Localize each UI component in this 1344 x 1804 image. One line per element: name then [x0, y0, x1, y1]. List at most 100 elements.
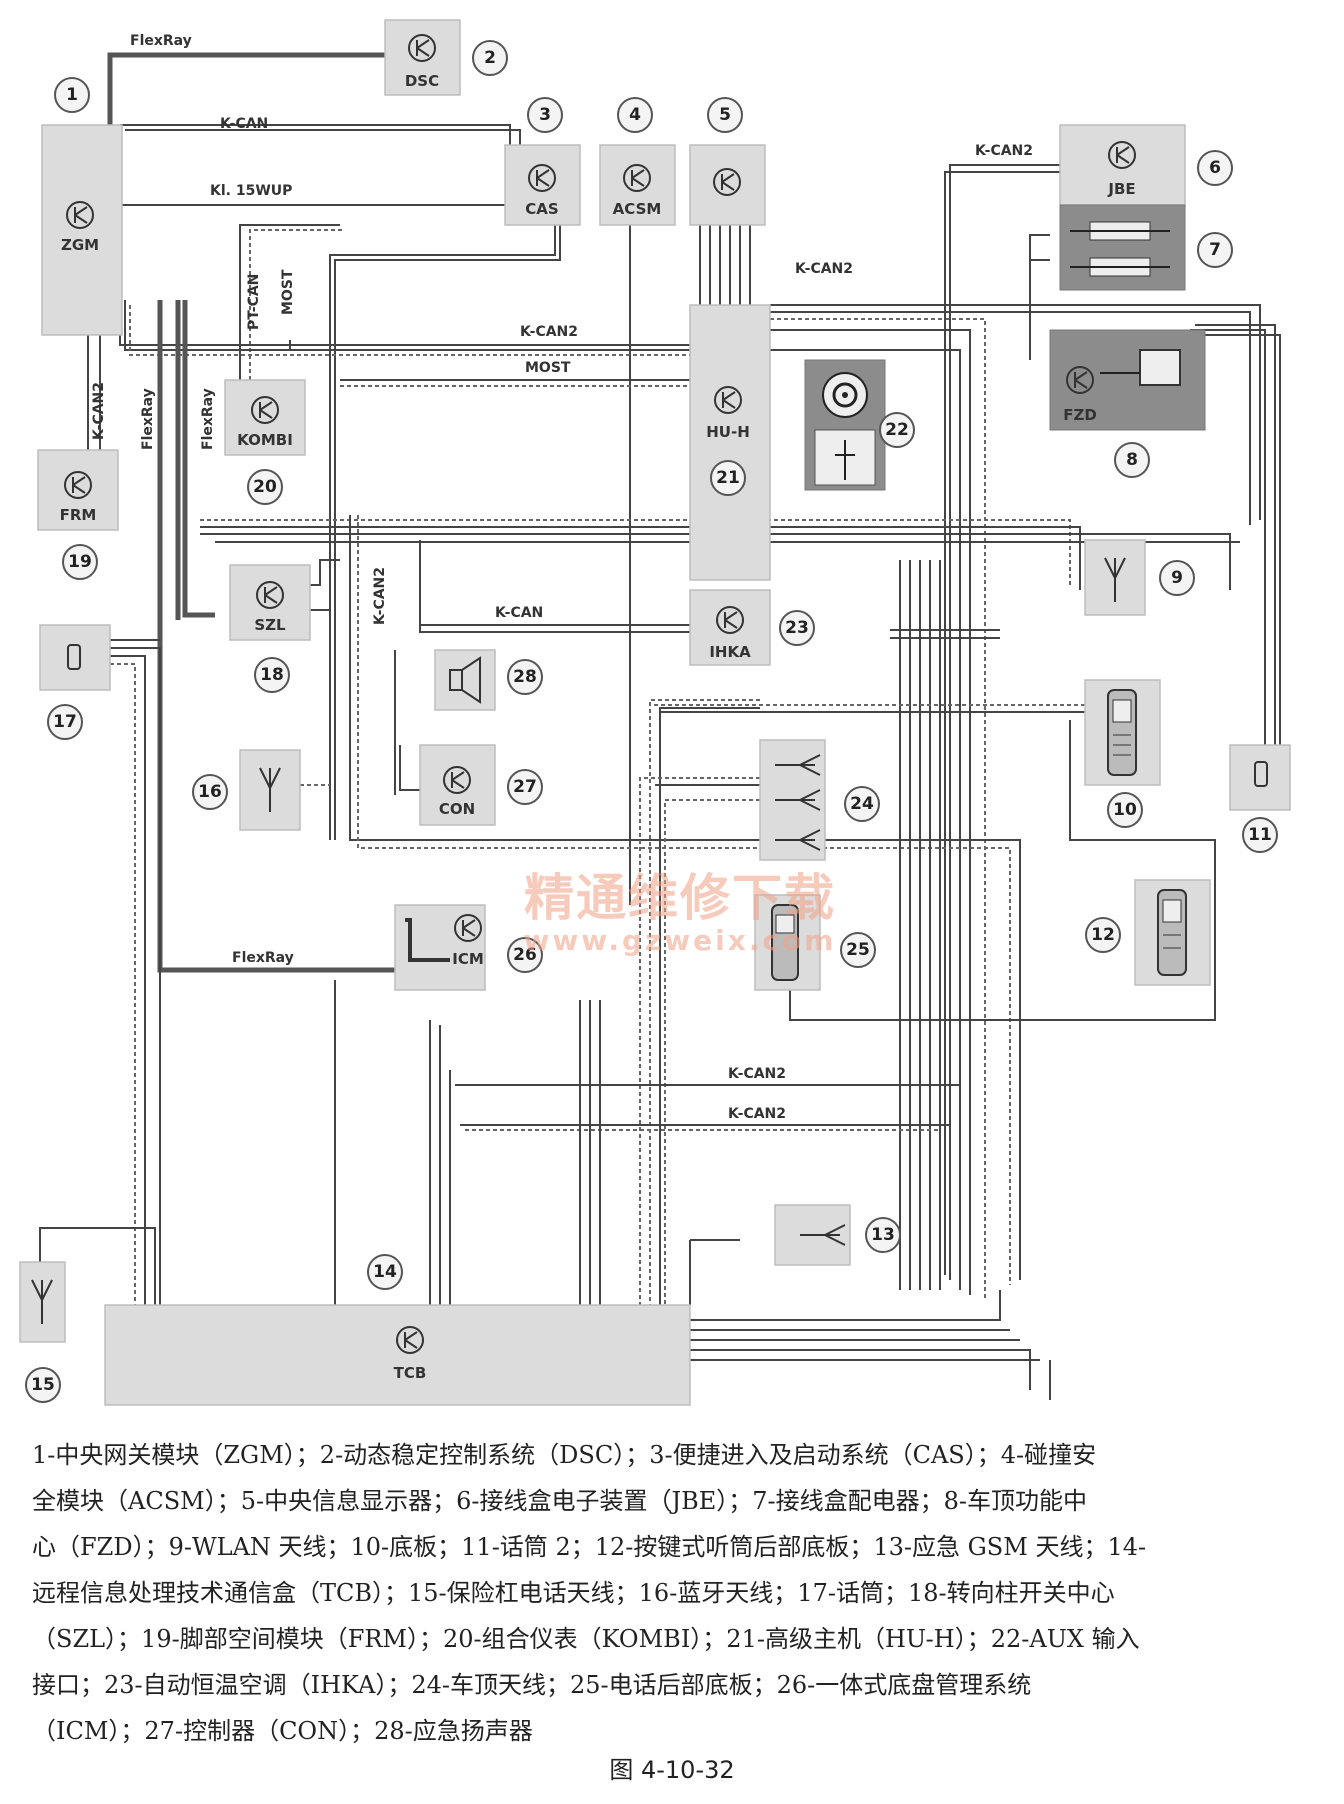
svg-text:11: 11: [1248, 825, 1272, 845]
bus-most-mid: MOST: [525, 360, 571, 376]
figure-caption: 1-中央网关模块（ZGM）；2-动态稳定控制系统（DSC）；3-便捷进入及启动系…: [32, 1432, 1322, 1754]
bumper-phone-antenna: [19, 1261, 66, 1343]
bluetooth-antenna: [239, 749, 301, 831]
callout-15: 15: [25, 1367, 61, 1403]
bus-kcan2-szl: K-CAN2: [372, 567, 388, 625]
bus-kcan-ihka: K-CAN: [495, 605, 543, 621]
callout-5: 5: [707, 97, 743, 133]
callout-10: 10: [1107, 792, 1143, 828]
callout-13: 13: [865, 1217, 901, 1253]
emergency-speaker: [434, 649, 496, 711]
module-frm-label: FRM: [60, 506, 97, 524]
bus-flexray-icm: FlexRay: [232, 950, 294, 966]
module-hu-h: HU-H: [689, 304, 771, 581]
callout-7: 7: [1197, 232, 1233, 268]
wlan-antenna: [1084, 539, 1146, 616]
module-cas: CAS: [504, 144, 581, 226]
svg-text:10: 10: [1113, 800, 1137, 820]
svg-text:20: 20: [253, 477, 277, 497]
module-dsc-label: DSC: [405, 72, 439, 90]
svg-text:1: 1: [66, 85, 78, 105]
module-acsm-label: ACSM: [613, 200, 662, 218]
svg-text:21: 21: [716, 468, 740, 488]
svg-text:25: 25: [846, 940, 870, 960]
bus-kcan2-mid: K-CAN2: [520, 324, 578, 340]
svg-text:16: 16: [198, 782, 222, 802]
caption-line-2: 全模块（ACSM）；5-中央信息显示器；6-接线盒电子装置（JBE）；7-接线盒…: [32, 1487, 1088, 1515]
svg-text:15: 15: [31, 1375, 55, 1395]
svg-text:3: 3: [539, 105, 551, 125]
svg-text:27: 27: [513, 777, 537, 797]
svg-text:2: 2: [484, 48, 496, 68]
module-zgm: ZGM: [41, 124, 123, 336]
callout-9: 9: [1159, 560, 1195, 596]
svg-text:28: 28: [513, 667, 537, 687]
module-icm-label: ICM: [452, 950, 484, 968]
emergency-gsm-antenna: [774, 1204, 851, 1266]
module-tcb: TCB: [104, 1304, 691, 1406]
module-fzd: FZD: [1049, 329, 1206, 431]
callout-12: 12: [1085, 917, 1121, 953]
caption-line-1: 1-中央网关模块（ZGM）；2-动态稳定控制系统（DSC）；3-便捷进入及启动系…: [32, 1441, 1097, 1469]
bus-labels: FlexRay K-CAN Kl. 15WUP PT-CAN MOST K-CA…: [91, 33, 1033, 1122]
module-central-display: [689, 144, 766, 226]
bus-flexray-left2: FlexRay: [200, 388, 216, 450]
module-kombi: KOMBI: [224, 379, 306, 456]
bus-most-vertical: MOST: [280, 269, 296, 315]
svg-text:5: 5: [719, 105, 731, 125]
callout-22: 22: [879, 412, 915, 448]
svg-text:6: 6: [1209, 158, 1221, 178]
caption-line-7: （ICM）；27-控制器（CON）；28-应急扬声器: [32, 1717, 533, 1745]
callout-17: 17: [47, 704, 83, 740]
handset-rear-base-plate: [1134, 879, 1211, 986]
module-kombi-label: KOMBI: [237, 431, 293, 449]
module-szl: SZL: [229, 564, 311, 641]
svg-text:4: 4: [629, 105, 641, 125]
module-hu-h-label: HU-H: [706, 423, 750, 441]
svg-text:24: 24: [850, 794, 874, 814]
caption-line-5: （SZL）；19-脚部空间模块（FRM）；20-组合仪表（KOMBI）；21-高…: [32, 1625, 1140, 1653]
base-plate: [1084, 679, 1161, 786]
module-ihka-label: IHKA: [709, 643, 751, 661]
callout-21: 21: [710, 460, 746, 496]
module-con: CON: [419, 744, 496, 826]
module-icm: ICM: [394, 904, 486, 991]
callout-3: 3: [527, 97, 563, 133]
bus-kcan-top: K-CAN: [220, 116, 268, 132]
callout-27: 27: [507, 769, 543, 805]
module-cas-label: CAS: [525, 200, 558, 218]
callout-2: 2: [472, 40, 508, 76]
callout-20: 20: [247, 469, 283, 505]
module-fzd-label: FZD: [1063, 406, 1097, 424]
caption-line-6: 接口；23-自动恒温空调（IHKA）；24-车顶天线；25-电话后部底板；26-…: [32, 1671, 1032, 1699]
module-ihka: IHKA: [689, 589, 771, 666]
module-zgm-label: ZGM: [61, 236, 99, 254]
svg-text:8: 8: [1126, 450, 1138, 470]
caption-line-4: 远程信息处理技术通信盒（TCB）；15-保险杠电话天线；16-蓝牙天线；17-话…: [32, 1579, 1115, 1607]
callout-28: 28: [507, 659, 543, 695]
svg-text:22: 22: [885, 420, 909, 440]
callout-14: 14: [367, 1254, 403, 1290]
network-diagram: ZGM DSC CAS ACSM JBE F: [19, 19, 1291, 1406]
figure-number: 图 4-10-32: [609, 1756, 735, 1784]
callout-1: 1: [54, 77, 90, 113]
callout-25: 25: [840, 932, 876, 968]
bus-kcan2-left: K-CAN2: [91, 382, 107, 440]
bus-flexray-top: FlexRay: [130, 33, 192, 49]
callout-23: 23: [779, 610, 815, 646]
bus-kcan2-jbe: K-CAN2: [975, 143, 1033, 159]
microphone: [39, 624, 111, 691]
roof-antenna: [759, 739, 826, 861]
callout-4: 4: [617, 97, 653, 133]
bus-flexray-left1: FlexRay: [140, 388, 156, 450]
callout-11: 11: [1242, 817, 1278, 853]
module-dsc: DSC: [384, 19, 461, 96]
bus-ptcan: PT-CAN: [246, 274, 262, 330]
svg-text:13: 13: [871, 1225, 895, 1245]
phone-rear-base-plate: [754, 894, 821, 991]
module-jbe: JBE: [1059, 124, 1186, 206]
svg-text:12: 12: [1091, 925, 1115, 945]
callout-16: 16: [192, 774, 228, 810]
bus-kl15wup: Kl. 15WUP: [210, 183, 292, 199]
svg-text:9: 9: [1171, 568, 1183, 588]
